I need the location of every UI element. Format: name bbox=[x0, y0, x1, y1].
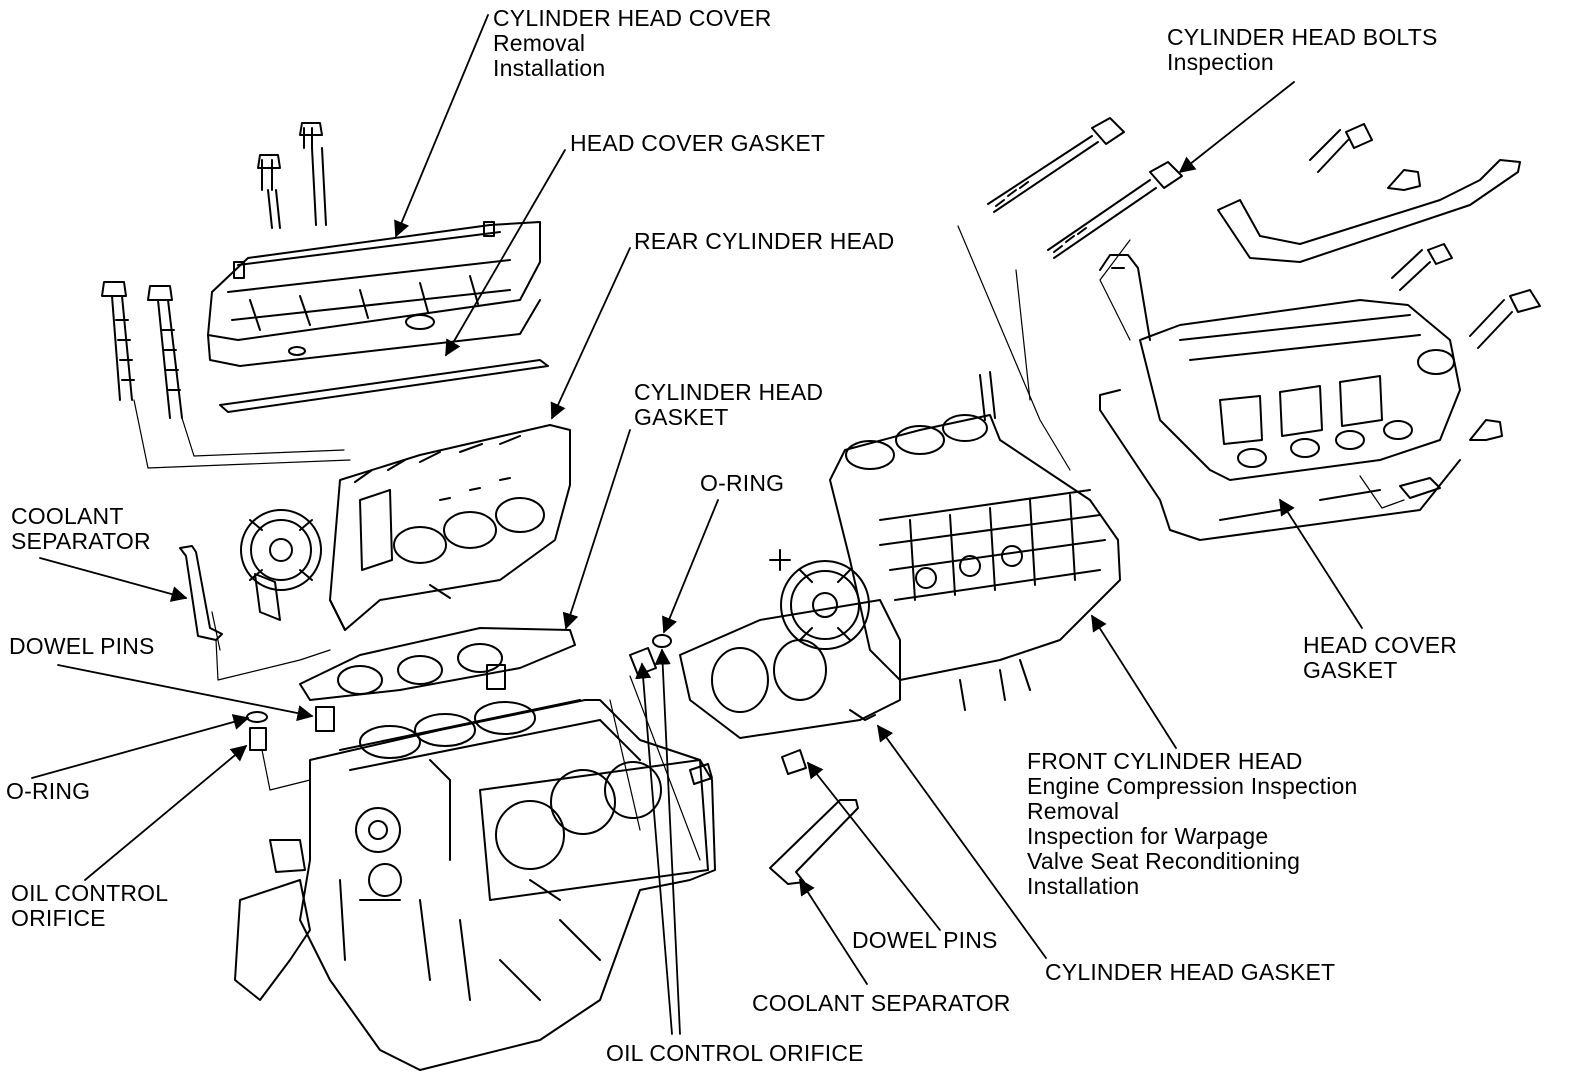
rear-head-cover-gasket bbox=[219, 359, 549, 413]
coolant-separator-left-line2: SEPARATOR bbox=[11, 528, 151, 554]
label-dowel-pins-bottom: DOWEL PINS bbox=[852, 927, 998, 953]
label-cylinder-head-cover: CYLINDER HEAD COVER Removal Installation bbox=[493, 6, 772, 81]
cylinder-head-gasket-rear-line1: CYLINDER HEAD bbox=[634, 379, 824, 405]
label-head-cover-gasket-rear: HEAD COVER GASKET bbox=[570, 130, 826, 156]
label-rear-cylinder-head: REAR CYLINDER HEAD bbox=[634, 228, 895, 254]
label-o-ring-mid: O-RING bbox=[700, 470, 785, 496]
cylinder-head-bolts bbox=[987, 117, 1183, 259]
label-coolant-separator-bottom: COOLANT SEPARATOR bbox=[752, 990, 1011, 1016]
rear-small-parts bbox=[246, 664, 506, 751]
label-o-ring-left: O-RING bbox=[6, 778, 91, 804]
front-small-parts bbox=[629, 634, 859, 885]
cylinder-head-cover-title: CYLINDER HEAD COVER bbox=[493, 5, 772, 31]
front-cylinder-head-item: Engine Compression Inspection bbox=[1027, 773, 1358, 799]
oil-control-orifice-left-line2: ORIFICE bbox=[11, 905, 106, 931]
head-cover-gasket-front-line1: HEAD COVER bbox=[1303, 632, 1458, 658]
front-cylinder-head-gasket bbox=[679, 599, 901, 739]
cylinder-head-gasket-rear-line2: GASKET bbox=[634, 404, 729, 430]
front-cylinder-head-item: Installation bbox=[1027, 873, 1140, 899]
rear-cylinder-head bbox=[240, 424, 571, 631]
rear-cylinder-head-gasket bbox=[299, 627, 576, 701]
front-cylinder-head-item: Removal bbox=[1027, 798, 1120, 824]
reference-lines bbox=[133, 225, 1405, 861]
head-cover-gasket-front-line2: GASKET bbox=[1303, 657, 1398, 683]
rear-cylinder-head-cover bbox=[207, 221, 541, 367]
front-head-cover bbox=[1099, 254, 1461, 541]
label-cylinder-head-bolts: CYLINDER HEAD BOLTS Inspection bbox=[1167, 25, 1438, 75]
label-cylinder-head-gasket-front: CYLINDER HEAD GASKET bbox=[1045, 959, 1336, 985]
cylinder-head-cover-removal: Removal bbox=[493, 30, 586, 56]
label-oil-control-orifice-bottom: OIL CONTROL ORIFICE bbox=[606, 1040, 864, 1066]
rear-coolant-separator bbox=[179, 545, 223, 641]
rear-cover-bolts bbox=[101, 122, 327, 419]
leader-arrows bbox=[31, 14, 1363, 1035]
cylinder-head-cover-installation: Installation bbox=[493, 55, 606, 81]
label-head-cover-gasket-front: HEAD COVER GASKET bbox=[1303, 633, 1457, 683]
label-cylinder-head-gasket-rear: CYLINDER HEAD GASKET bbox=[634, 380, 823, 430]
oil-control-orifice-left-line1: OIL CONTROL bbox=[11, 880, 169, 906]
front-cylinder-head-item: Inspection for Warpage bbox=[1027, 823, 1269, 849]
cylinder-head-bolts-title: CYLINDER HEAD BOLTS bbox=[1167, 24, 1438, 50]
label-oil-control-orifice-left: OIL CONTROL ORIFICE bbox=[11, 881, 168, 931]
engine-block bbox=[234, 699, 716, 1071]
label-dowel-pins-left: DOWEL PINS bbox=[9, 633, 155, 659]
front-cover-bolts bbox=[1217, 123, 1541, 499]
label-front-cylinder-head: FRONT CYLINDER HEAD Engine Compression I… bbox=[1027, 749, 1358, 899]
coolant-separator-left-line1: COOLANT bbox=[11, 503, 124, 529]
front-cylinder-head-title: FRONT CYLINDER HEAD bbox=[1027, 748, 1303, 774]
front-cylinder-head bbox=[769, 371, 1121, 711]
label-coolant-separator-left: COOLANT SEPARATOR bbox=[11, 504, 151, 554]
front-cylinder-head-item: Valve Seat Reconditioning bbox=[1027, 848, 1301, 874]
cylinder-head-bolts-inspection: Inspection bbox=[1167, 49, 1274, 75]
